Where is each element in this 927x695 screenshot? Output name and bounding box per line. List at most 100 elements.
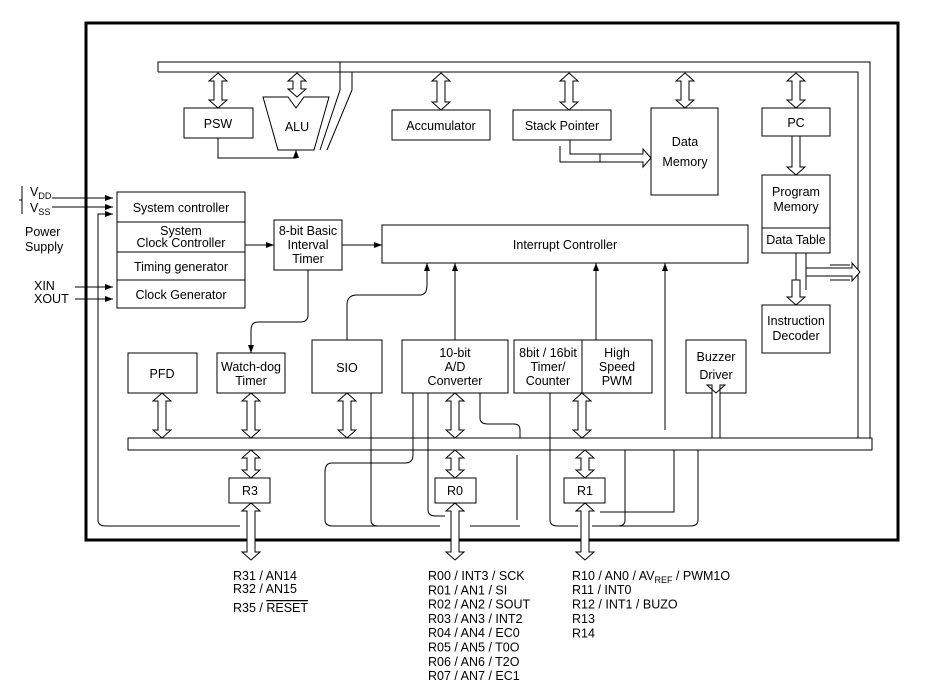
system-clock-label-2: Clock Controller xyxy=(137,236,226,250)
bus-arrow xyxy=(574,449,596,479)
power-supply-label-1: Power xyxy=(25,225,60,239)
port-r3-block: R3 xyxy=(228,477,271,504)
pfd-label: PFD xyxy=(150,367,175,381)
pin-label: R11 / INT0 xyxy=(572,583,632,597)
system-clock-label-1: System xyxy=(160,224,202,238)
bus-arrow xyxy=(785,72,807,109)
pfd-block: PFD xyxy=(127,352,198,394)
instruction-decoder-label-1: Instruction xyxy=(767,314,825,328)
bus-arrow xyxy=(599,147,652,169)
r0-label: R0 xyxy=(447,484,463,498)
vdd-label: V xyxy=(30,185,39,199)
bus-arrow xyxy=(444,392,466,439)
tc-label-3: Counter xyxy=(526,374,570,388)
alu-block: ALU xyxy=(262,96,330,151)
bus-arrow xyxy=(336,392,358,439)
bit-label-2: Interval xyxy=(288,238,329,252)
bit-label-1: 8-bit Basic xyxy=(279,224,337,238)
adc-label-2: A/D xyxy=(445,360,466,374)
stack-pointer-label: Stack Pointer xyxy=(525,119,599,133)
pin-label: R13 xyxy=(572,612,595,626)
bus-arrows xyxy=(151,72,861,561)
bus-arrow xyxy=(674,72,696,109)
pwm-label-2: Speed xyxy=(599,360,635,374)
bus-arrow xyxy=(805,261,861,283)
bus-arrow xyxy=(705,384,727,439)
pin-label: R05 / AN5 / T0O xyxy=(428,641,520,655)
sio-label: SIO xyxy=(336,361,358,375)
pwm-label-3: PWM xyxy=(602,374,633,388)
accumulator-label: Accumulator xyxy=(406,119,475,133)
r1-label: R1 xyxy=(577,484,593,498)
pin-label: R02 / AN2 / SOUT xyxy=(428,598,530,612)
port-r1-block: R1 xyxy=(563,477,606,504)
buzzer-label-1: Buzzer xyxy=(697,350,736,364)
buzzer-label-2: Driver xyxy=(699,368,732,382)
reset-pin-label: RESET xyxy=(266,601,308,615)
program-memory-label-2: Memory xyxy=(773,200,819,214)
adc-label-1: 10-bit xyxy=(439,346,471,360)
bus-arrow xyxy=(207,72,229,109)
wdt-label-1: Watch-dog xyxy=(221,360,281,374)
bus-arrow xyxy=(240,392,262,439)
pin-label: R03 / AN3 / INT2 xyxy=(428,612,523,626)
alu-psw-line xyxy=(217,138,299,159)
pin-label: R01 / AN1 / SI xyxy=(428,583,507,597)
stack-pointer-block: Stack Pointer xyxy=(512,109,612,141)
power-inputs: VDD VSS Power Supply xyxy=(19,185,113,520)
system-controller-label: System controller xyxy=(133,201,230,215)
pin-labels-r1: R10 / AN0 / AVREF / PWM1O xyxy=(572,569,730,585)
pin-label: R06 / AN6 / T2O xyxy=(428,655,520,669)
pin-label: R14 xyxy=(572,627,595,641)
vdd-sub: DD xyxy=(38,191,51,201)
bus-arrow xyxy=(286,72,308,98)
buzzer-driver-block: Buzzer Driver xyxy=(685,339,747,394)
svg-text:R10 / AN0 / AVREF / PWM1O: R10 / AN0 / AVREF / PWM1O xyxy=(572,569,730,585)
bus-arrow xyxy=(430,72,452,111)
data-memory-label-2: Memory xyxy=(662,155,708,169)
wdt-label-2: Timer xyxy=(235,374,266,388)
pwm-label-1: High xyxy=(604,346,630,360)
basic-interval-timer-block: 8-bit Basic Interval Timer xyxy=(273,219,343,271)
timing-generator-label: Timing generator xyxy=(134,260,228,274)
pin-label: R07 / AN7 / EC1 xyxy=(428,669,520,683)
pin-label: R31 / AN14 xyxy=(233,569,297,583)
bus-arrow xyxy=(574,502,596,561)
bus-arrow xyxy=(571,392,593,439)
r3-label: R3 xyxy=(242,484,258,498)
top-bus xyxy=(157,61,871,438)
chip-boundary xyxy=(84,21,900,542)
svg-text:VSS: VSS xyxy=(30,201,50,217)
svg-text:R35 / RESET: R35 / RESET xyxy=(233,601,308,615)
main-bus xyxy=(127,437,873,451)
interrupt-controller-label: Interrupt Controller xyxy=(513,238,617,252)
bit-label-3: Timer xyxy=(292,252,323,266)
system-control-block: System controller System Clock Controlle… xyxy=(116,191,246,309)
pin-label: / PWM1O xyxy=(672,569,730,583)
svg-text:VDD: VDD xyxy=(30,185,52,201)
ad-converter-block: 10-bit A/D Converter xyxy=(401,339,509,394)
data-memory-block: Data Memory xyxy=(650,107,719,196)
instruction-decoder-label-2: Decoder xyxy=(772,329,819,343)
pin-label: R35 / xyxy=(233,601,266,615)
tc-label-2: Timer/ xyxy=(531,360,566,374)
watchdog-timer-block: Watch-dog Timer xyxy=(216,352,286,394)
data-memory-label-1: Data xyxy=(672,135,698,149)
bus-arrow xyxy=(785,279,807,306)
accumulator-block: Accumulator xyxy=(391,109,491,141)
program-memory-block: Program Memory Data Table xyxy=(761,174,831,254)
tc-label-1: 8bit / 16bit xyxy=(519,346,577,360)
pin-label: R10 / AN0 / AV xyxy=(572,569,655,583)
bus-arrow xyxy=(444,449,466,479)
clock-generator-label: Clock Generator xyxy=(135,288,226,302)
data-table-label: Data Table xyxy=(766,233,826,247)
pin-label: R32 / AN15 xyxy=(233,582,297,596)
program-memory-label-1: Program xyxy=(772,185,820,199)
bus-arrow xyxy=(785,135,807,176)
bus-arrow xyxy=(240,449,262,479)
psw-block: PSW xyxy=(183,107,254,139)
pin-label: R12 / INT1 / BUZO xyxy=(572,598,678,612)
port-r0-block: R0 xyxy=(434,477,477,504)
